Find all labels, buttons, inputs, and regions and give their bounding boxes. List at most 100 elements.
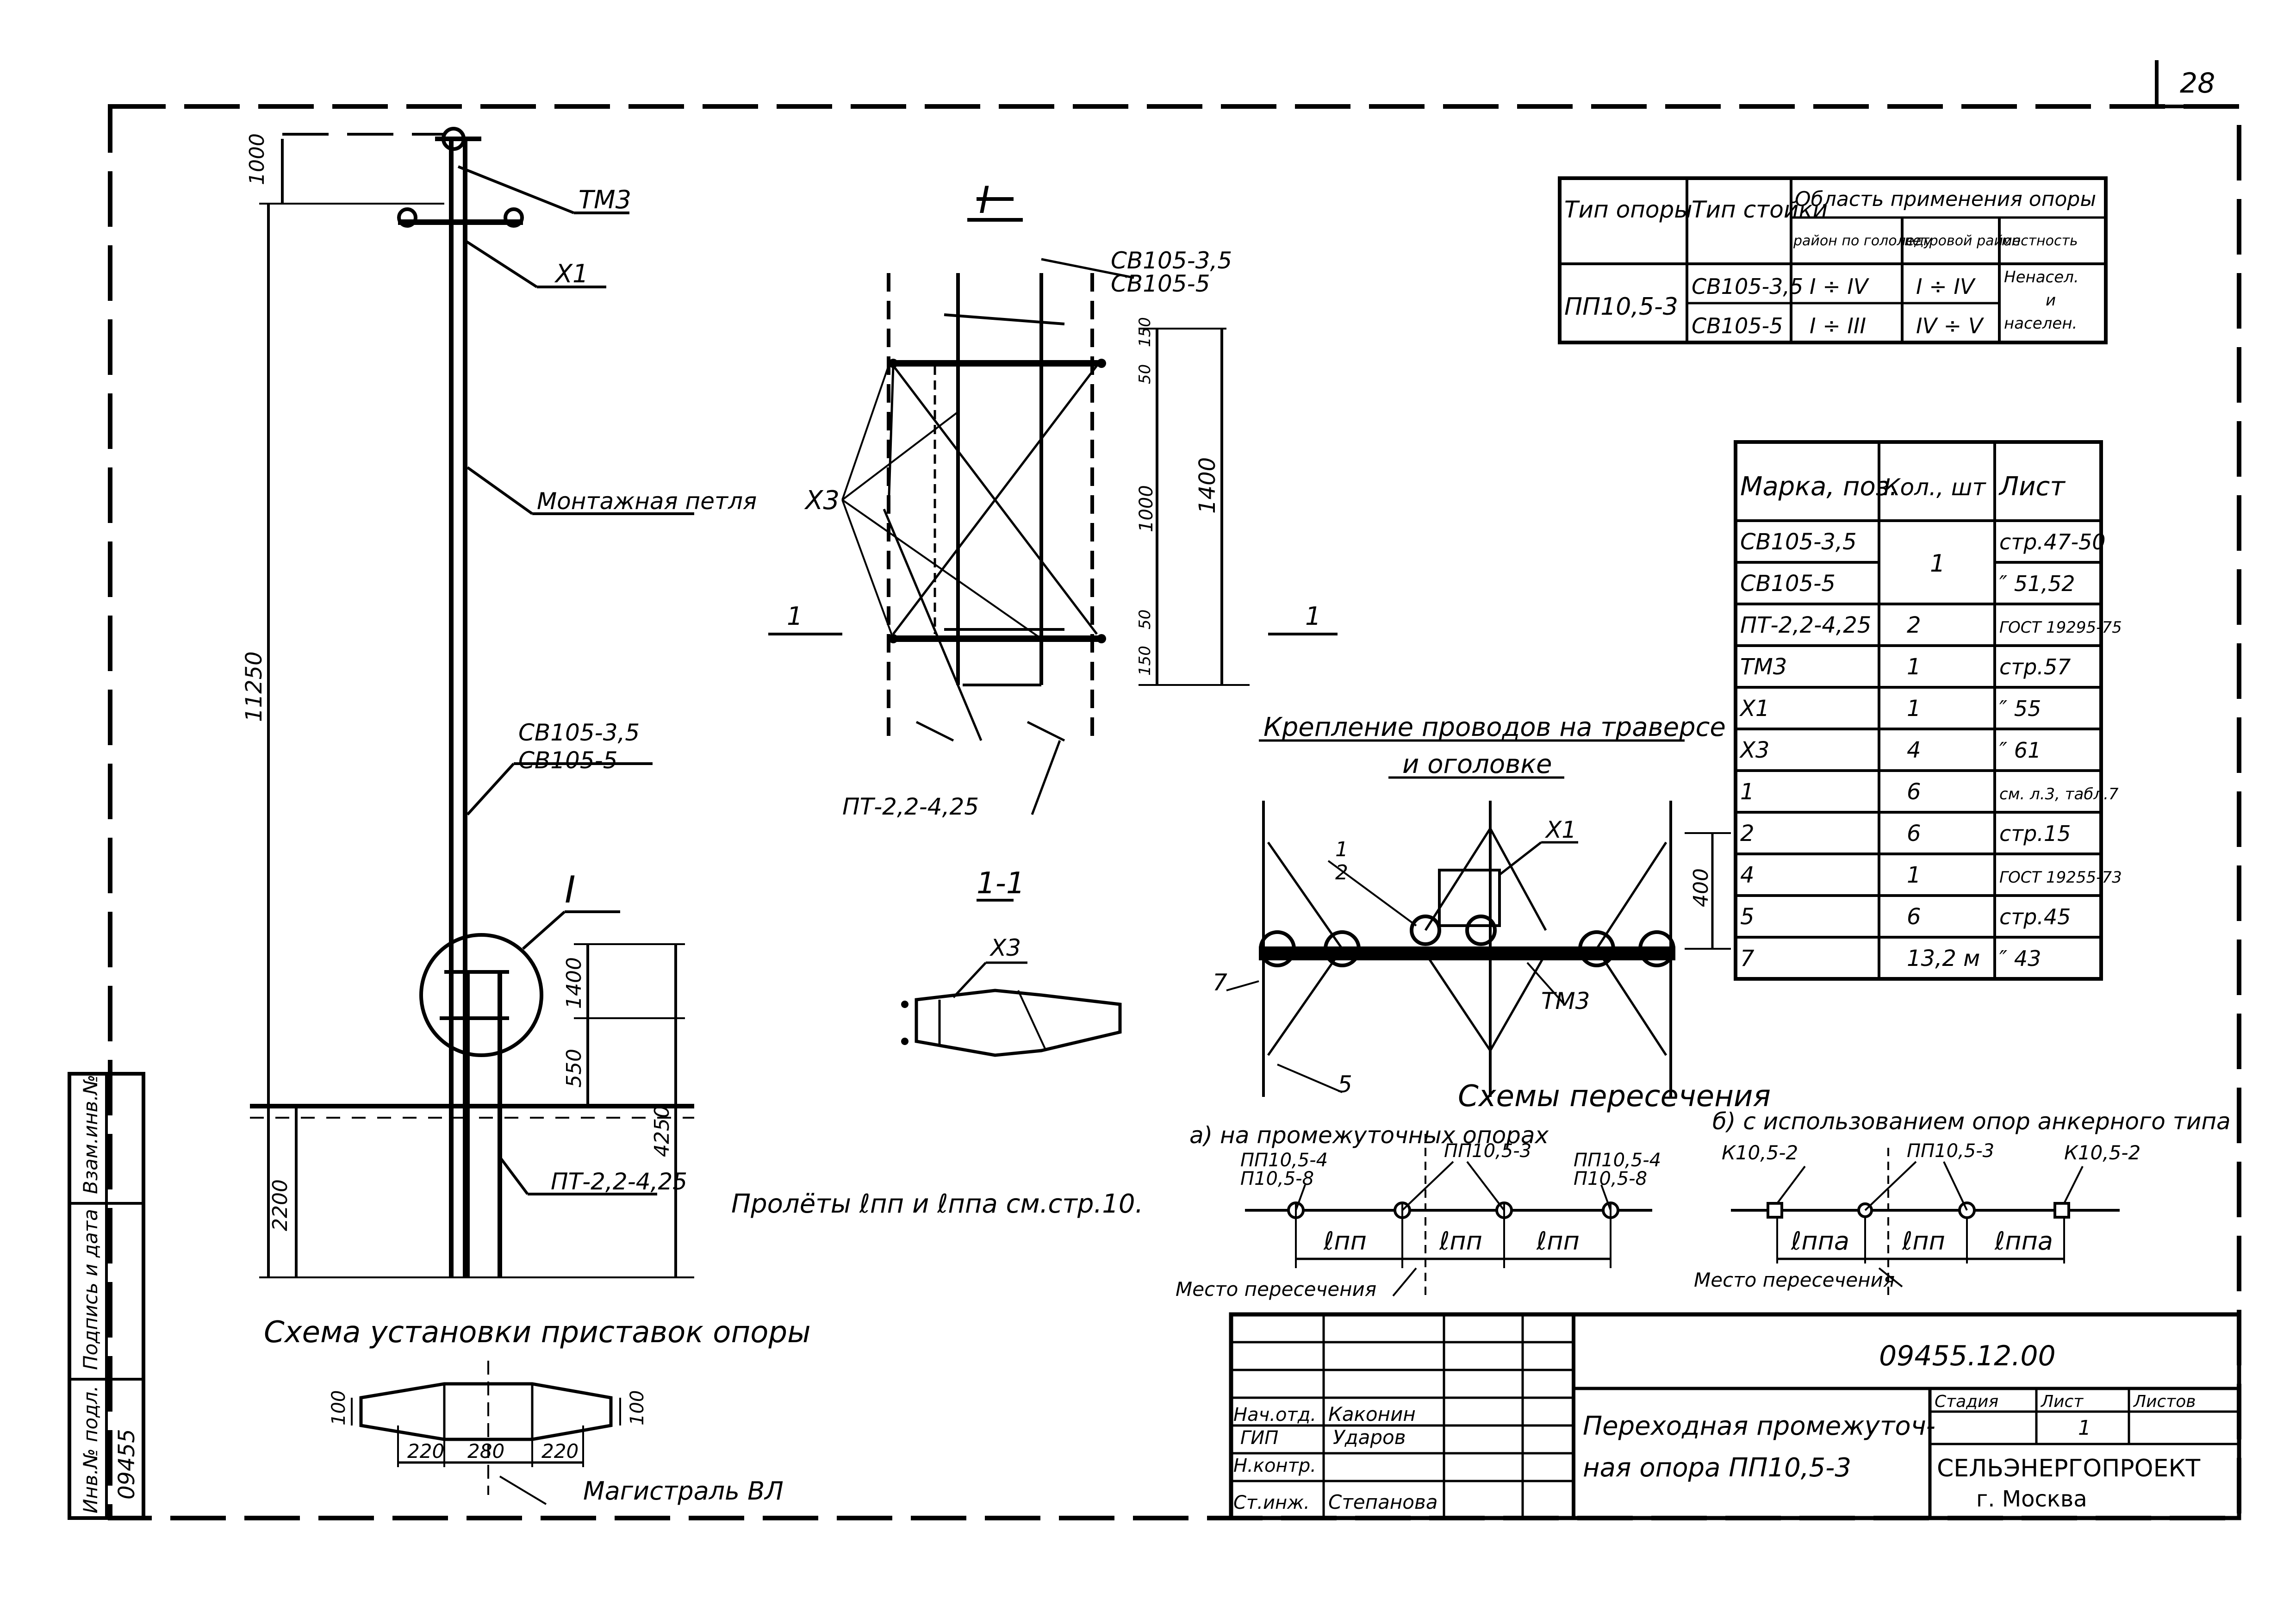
spec-cell-qty: 6 [1907, 904, 1921, 930]
install-scheme [351, 1361, 621, 1505]
pole-prefix-label: ПТ-2,2-4,25 [551, 1168, 687, 1195]
support-row-2-ice: I ÷ III [1810, 313, 1866, 338]
support-row-1-ice: I ÷ IV [1810, 274, 1870, 299]
pole-callout-label: I [565, 868, 576, 911]
support-row-2-stand: СВ105-5 [1692, 313, 1783, 338]
page-number: 28 [2180, 67, 2215, 100]
spec-cell-qty: 2 [1907, 612, 1921, 638]
pole-dim-height: 11250 [241, 651, 267, 722]
pole-dim-upper: 1400 [562, 957, 586, 1009]
detail-i-stand-1: СВ105-3,5 [1111, 247, 1232, 274]
spec-cell-sheet: ГОСТ 19255-73 [1999, 868, 2122, 887]
section-1-1-x3: Х3 [989, 934, 1021, 961]
crossing-a-title: а) на промежуточных опорах [1189, 1122, 1549, 1149]
spec-cell-sheet: ″ 43 [1999, 946, 2041, 971]
spec-header-mark: Марка, поз. [1740, 472, 1898, 502]
stamp-number: 09455 [114, 1429, 140, 1500]
spec-cell-mark: 4 [1740, 862, 1755, 888]
support-row-1-stand: СВ105-3,5 [1692, 274, 1803, 299]
crossing-schemes [1245, 1134, 2120, 1297]
spec-cell-qty: 1 [1930, 550, 1945, 578]
staff-role-2: ГИП [1240, 1427, 1278, 1449]
spec-table [1734, 440, 2103, 981]
crossing-b-right: К10,5-2 [2064, 1141, 2140, 1164]
spec-cell-mark: ПТ-2,2-4,25 [1740, 612, 1871, 638]
crossing-a-right-1: ПП10,5-4 [1574, 1150, 1661, 1171]
staff-name-2: Ударов [1333, 1426, 1406, 1449]
spec-cell-sheet: стр.45 [1999, 904, 2071, 929]
spec-cell-mark: Х1 [1739, 696, 1769, 722]
spec-table-grid [1736, 519, 2101, 939]
spec-cell-qty: 6 [1907, 821, 1921, 846]
crossing-a-span-3: ℓпп [1536, 1226, 1580, 1256]
pole-dim-lower: 4250 [650, 1105, 674, 1157]
spec-cell-mark: 1 [1740, 779, 1755, 805]
spec-cell-mark: СВ105-3,5 [1740, 529, 1857, 555]
crossing-title: Схемы пересечения [1458, 1079, 1771, 1114]
detail-i [768, 197, 1338, 815]
spec-cell-sheet: см. л.3, табл.7 [1999, 785, 2119, 803]
pole-tm3-label: ТМ3 [579, 185, 631, 214]
traverse-title-2: и оголовке [1402, 749, 1552, 779]
title-city: г. Москва [1976, 1486, 2087, 1512]
crossing-b-span-3: ℓппа [1994, 1226, 2053, 1256]
spec-cell-sheet: ГОСТ 19295-75 [1999, 618, 2122, 637]
sheet-frame [108, 60, 2241, 1520]
detail-i-dim-150-bottom: 150 [1136, 646, 1154, 676]
detail-i-dim-50-bottom: 50 [1136, 610, 1154, 629]
spec-cell-mark: 7 [1740, 946, 1755, 971]
staff-role-1: Нач.отд. [1233, 1404, 1316, 1425]
traverse-label-5: 5 [1338, 1071, 1352, 1098]
stamp-inv-label: Инв.№ подл. [79, 1386, 102, 1513]
title-org: СЕЛЬЭНЕРГОПРОЕКТ [1937, 1455, 2200, 1482]
title-sheet-header: Лист [2040, 1392, 2084, 1411]
spec-cell-sheet: ″ 61 [1999, 738, 2041, 763]
pole-stand-label-2: СВ105-5 [518, 747, 618, 774]
spec-cell-sheet: стр.57 [1999, 654, 2071, 679]
spec-header-qty: Кол., шт [1884, 474, 1986, 501]
crossing-b-title: б) с использованием опор анкерного типа [1712, 1108, 2231, 1135]
support-sub-wind: ветровой район [1904, 233, 2021, 249]
spec-cell-mark: 2 [1740, 821, 1755, 846]
crossing-b-left: К10,5-2 [1722, 1141, 1798, 1164]
support-header-area: Область применения опоры [1795, 187, 2096, 211]
spec-cell-qty: 1 [1907, 862, 1921, 888]
crossing-a-left-1: ПП10,5-4 [1240, 1150, 1328, 1171]
crossing-b-span-2: ℓпп [1902, 1226, 1945, 1256]
stamp-replace-label: Взам.инв.№ [79, 1075, 102, 1194]
support-terrain-2: и [2046, 291, 2056, 310]
crossing-b-center: ПП10,5-3 [1907, 1140, 1994, 1162]
install-dim-left: 100 [328, 1390, 349, 1425]
traverse-label-tm3: ТМ3 [1541, 988, 1590, 1015]
support-table [1558, 176, 2108, 344]
detail-i-title: I [979, 179, 990, 222]
support-header-type: Тип опоры [1564, 196, 1692, 223]
title-sheets-header: Листов [2133, 1392, 2196, 1411]
title-name-1: Переходная промежуточ- [1583, 1411, 1935, 1441]
spec-header-sheet: Лист [1998, 472, 2066, 502]
detail-i-dim-1000: 1000 [1136, 485, 1157, 532]
support-type-value: ПП10,5-3 [1564, 293, 1678, 321]
title-stage-header: Стадия [1935, 1392, 1998, 1411]
title-sheet-number: 1 [2078, 1416, 2091, 1440]
section-1-1-title: 1-1 [977, 866, 1025, 901]
stamp-sign-label: Подпись и дата [79, 1209, 102, 1370]
side-stamp: Инв.№ подл. Подпись и дата Взам.инв.№ 09… [68, 1072, 145, 1520]
traverse-label-x1: Х1 [1544, 816, 1576, 843]
traverse-label-7: 7 [1213, 969, 1227, 996]
spans-note: Пролёты ℓпп и ℓппа см.стр.10. [731, 1189, 1143, 1219]
detail-i-section-left: 1 [787, 602, 803, 631]
detail-i-dim-150-top: 150 [1136, 317, 1154, 347]
spec-cell-mark: 5 [1740, 904, 1755, 930]
spec-cell-mark: ТМ3 [1740, 654, 1787, 680]
title-block [1229, 1312, 2241, 1520]
spec-cell-sheet: ″ 51,52 [1999, 571, 2075, 596]
detail-i-stand-2: СВ105-5 [1111, 270, 1210, 297]
traverse-label-1: 1 [1335, 838, 1348, 861]
detail-i-section-right: 1 [1305, 602, 1321, 631]
spec-cell-qty: 1 [1907, 696, 1921, 722]
support-sub-terrain: местность [2002, 233, 2078, 249]
crossing-a-span-1: ℓпп [1323, 1226, 1367, 1256]
traverse-dim-400: 400 [1689, 868, 1713, 907]
